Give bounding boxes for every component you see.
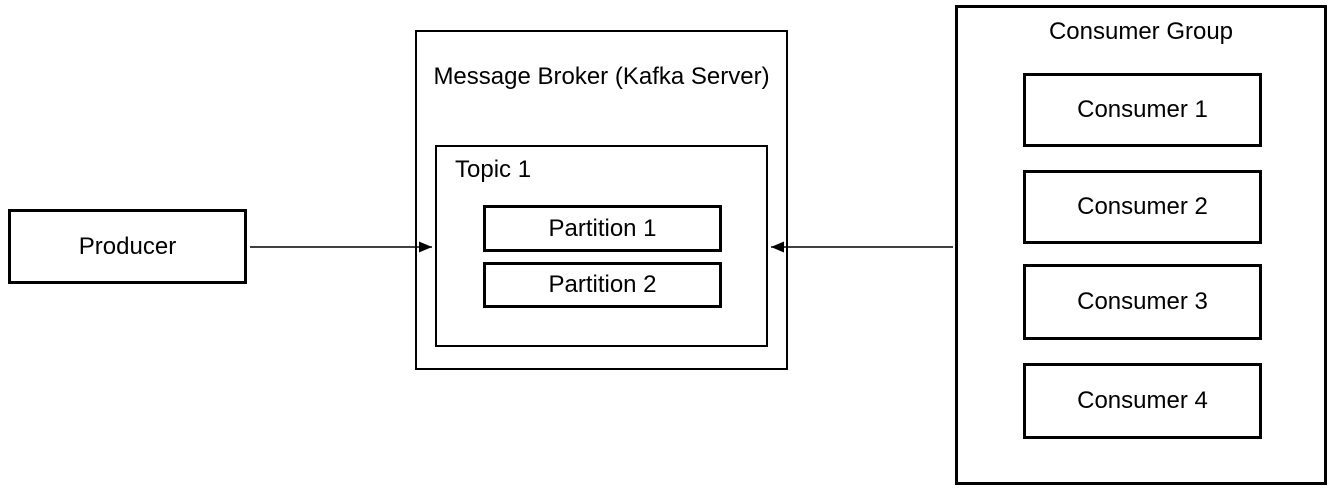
partition-2-label: Partition 2 <box>548 271 657 298</box>
partition-1-label: Partition 1 <box>548 214 657 242</box>
consumer-group-title: Consumer Group <box>1048 18 1234 45</box>
consumer-2-box: Consumer 2 <box>1023 170 1262 244</box>
partition-1-box: Partition 1 <box>483 205 722 252</box>
message-broker-box <box>415 30 788 370</box>
consumer-4-box: Consumer 4 <box>1023 363 1262 439</box>
consumer-1-box: Consumer 1 <box>1023 73 1262 147</box>
consumer-3-label: Consumer 3 <box>1077 288 1208 315</box>
consumer-2-label: Consumer 2 <box>1077 193 1208 220</box>
consumer-1-label: Consumer 1 <box>1077 96 1208 123</box>
producer-box: Producer <box>8 209 247 284</box>
consumer-4-label: Consumer 4 <box>1077 387 1208 414</box>
producer-label: Producer <box>78 232 177 260</box>
partition-2-box: Partition 2 <box>483 262 722 308</box>
topic-box <box>435 145 768 347</box>
topic-label: Topic 1 <box>455 156 532 183</box>
message-broker-title: Message Broker (Kafka Server) <box>433 63 770 90</box>
consumer-group-box <box>955 5 1327 485</box>
consumer-3-box: Consumer 3 <box>1023 264 1262 340</box>
